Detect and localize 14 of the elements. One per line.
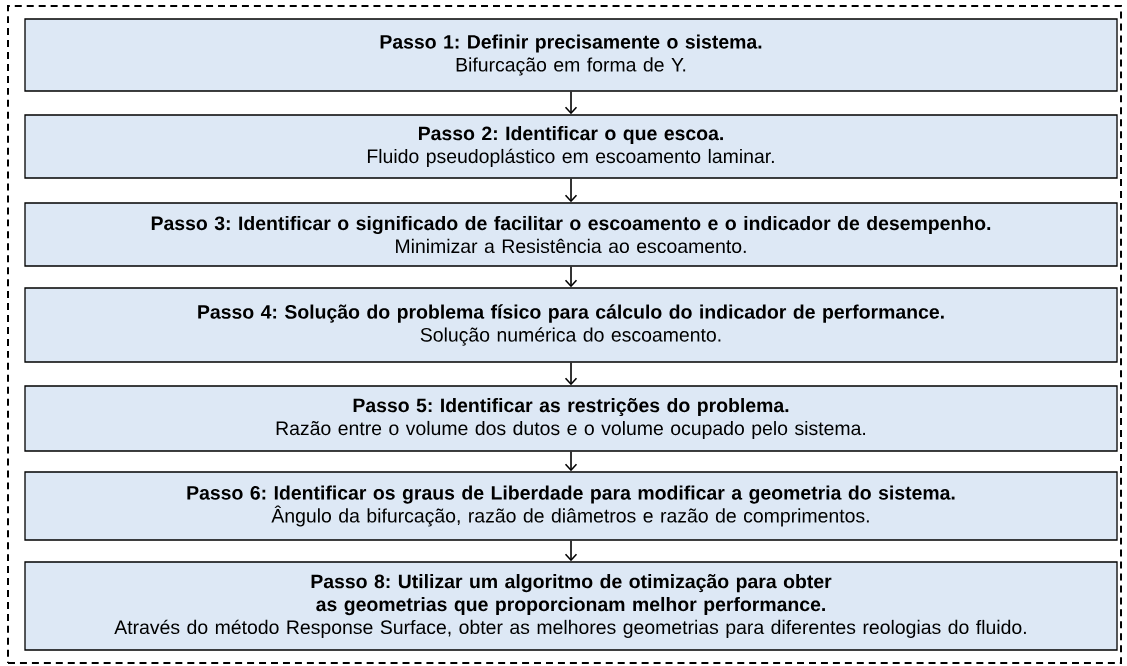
arrow (564, 539, 578, 562)
arrow (564, 450, 578, 472)
step-box: Passo 8: Utilizar um algoritmo de otimização para obter as geometrias que proporcionam melhor performance. Através do método Response Surface, obter as melhores geometrias para diferentes reologias do fluido. (24, 561, 1118, 651)
arrow (564, 265, 578, 288)
arrow (564, 177, 578, 203)
step-box: Passo 1: Definir precisamente o sistema. Bifurcação em forma de Y. (24, 18, 1118, 92)
step-box: Passo 2: Identificar o que escoa. Fluido pseudoplástico em escoamento laminar. (24, 114, 1118, 179)
step-box: Passo 6: Identificar os graus de Liberdade para modificar a geometria do sistema. Ângulo da bifurcação, razão de diâmetros e razão de comprimentos. (24, 471, 1118, 541)
step-box: Passo 5: Identificar as restrições do problema. Razão entre o volume dos dutos e o volume ocupado pelo sistema. (24, 385, 1118, 452)
step-box: Passo 3: Identificar o significado de facilitar o escoamento e o indicador de desempenho. Minimizar a Resistência ao escoamento. (24, 202, 1118, 267)
arrow (564, 361, 578, 386)
step-box: Passo 4: Solução do problema físico para cálculo do indicador de performance. Solução numérica do escoamento. (24, 287, 1118, 363)
dashed-frame (7, 5, 1122, 664)
arrow (564, 90, 578, 115)
